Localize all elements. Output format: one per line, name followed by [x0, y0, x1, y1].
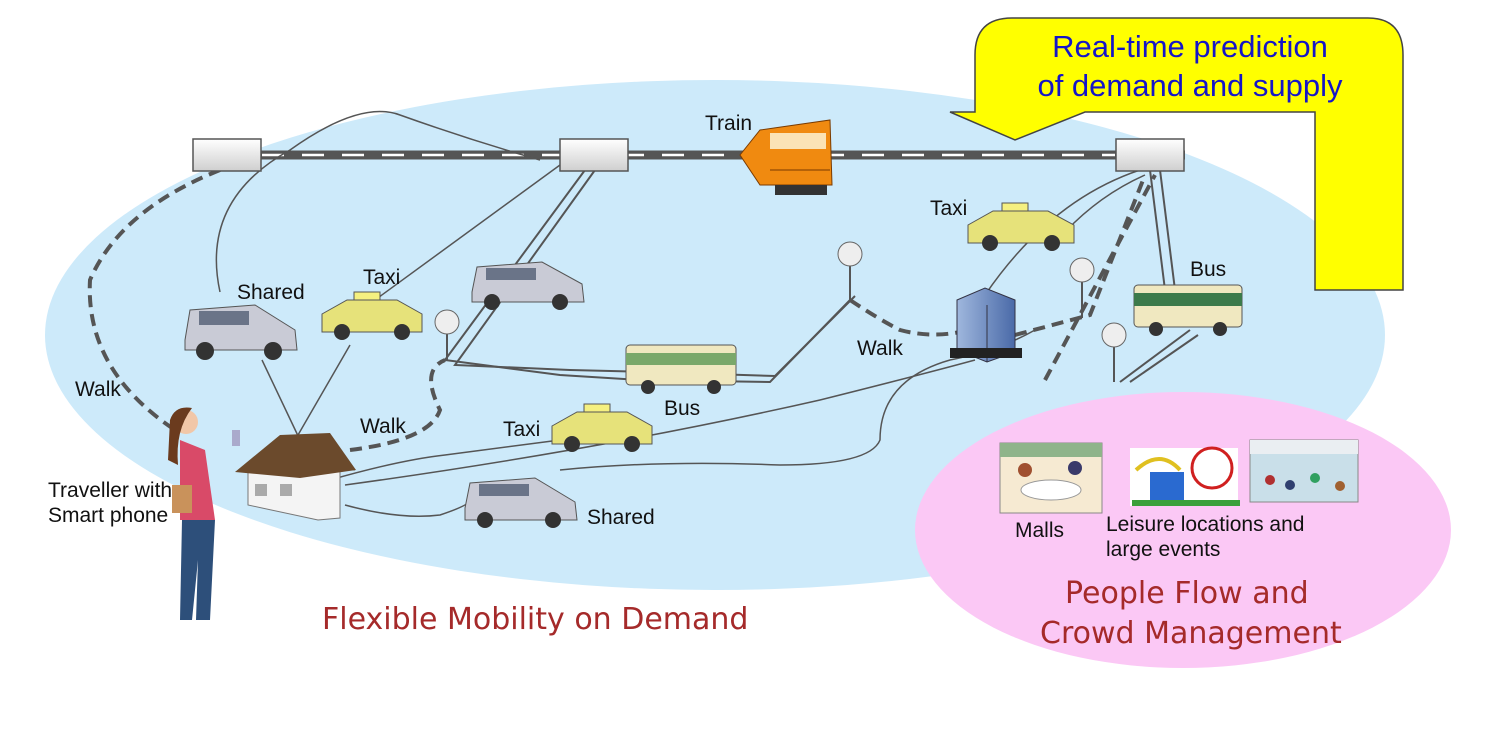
label-walk-right: Walk	[857, 337, 903, 360]
train-icon	[739, 119, 833, 195]
traveller-icon	[168, 407, 240, 620]
station-middle	[559, 138, 629, 172]
label-taxi-left: Taxi	[363, 266, 401, 289]
crowd-caption-line-1: People Flow and	[1065, 576, 1309, 611]
label-traveller: Traveller with Smart phone	[48, 479, 173, 528]
malls-image	[999, 442, 1103, 514]
label-malls: Malls	[1015, 519, 1065, 542]
taxi-icon	[321, 291, 423, 340]
taxi-icon	[967, 202, 1075, 251]
station-right	[1115, 138, 1185, 172]
bus-stop-icon	[837, 241, 863, 300]
bus-icon	[625, 344, 737, 394]
bus-icon	[1133, 284, 1243, 336]
callout-arrow	[949, 17, 1404, 291]
label-taxi-top-right: Taxi	[930, 197, 968, 220]
station-left	[192, 138, 262, 172]
bus-stop-icon	[434, 309, 460, 360]
bus-stop-icon	[1101, 322, 1127, 382]
callout-text: Real-time prediction of demand and suppl…	[1000, 28, 1380, 106]
large-event-image	[1249, 439, 1359, 503]
callout-line-1: Real-time prediction	[1052, 29, 1328, 64]
bus-routes	[443, 169, 1241, 384]
shared-van-icon	[184, 304, 298, 360]
leisure-image	[1130, 446, 1240, 506]
label-shared-bottom: Shared	[587, 506, 655, 529]
shared-van-icon	[471, 261, 585, 310]
label-walk-left: Walk	[75, 378, 121, 401]
shared-van-icon	[464, 477, 578, 528]
house-icon	[235, 433, 356, 521]
walk-paths	[87, 168, 1157, 452]
mobility-caption: Flexible Mobility on Demand	[322, 602, 749, 637]
label-taxi-bottom: Taxi	[503, 418, 541, 441]
office-building-icon	[950, 287, 1022, 363]
label-shared-left: Shared	[237, 281, 305, 304]
bus-stop-icon	[1069, 257, 1095, 318]
label-train: Train	[705, 112, 753, 135]
callout-line-2: of demand and supply	[1037, 67, 1343, 103]
label-bus-right: Bus	[1190, 258, 1227, 281]
label-walk-middle: Walk	[360, 415, 406, 438]
label-leisure: Leisure locations and large events	[1106, 513, 1305, 562]
taxi-icon	[551, 403, 653, 452]
label-bus-middle: Bus	[664, 397, 701, 420]
crowd-caption-line-2: Crowd Management	[1040, 616, 1342, 651]
